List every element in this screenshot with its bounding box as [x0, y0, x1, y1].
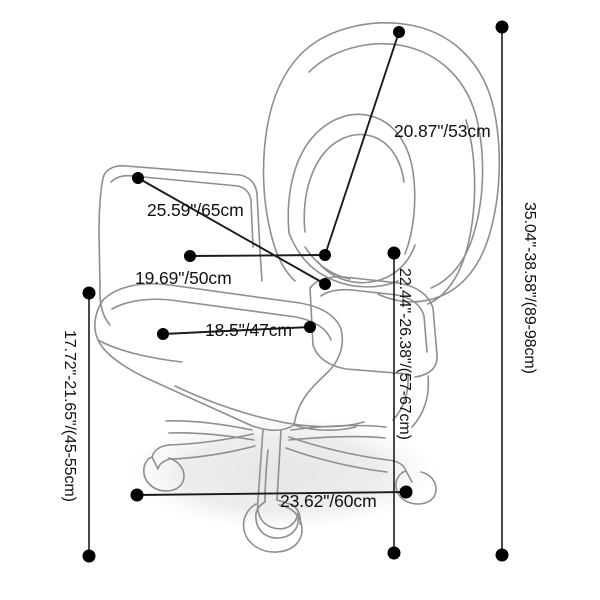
dimline-overall-width: [189, 254, 326, 257]
endpoint-dot: [495, 548, 509, 562]
endpoint-dot: [157, 328, 169, 340]
endpoint-dot: [393, 26, 405, 38]
dimension-label-seat-depth: 18.5"/47cm: [205, 320, 292, 340]
endpoint-dot: [399, 485, 413, 499]
dimension-endpoints: [82, 20, 509, 563]
endpoint-dot: [184, 250, 196, 262]
dimline-base-width: [136, 491, 407, 496]
endpoint-dot: [495, 20, 509, 34]
dimline-overall-depth: [137, 177, 326, 285]
dimension-label-seat-height: 17.72"-21.65"/(45-55cm): [61, 330, 78, 502]
endpoint-dot: [82, 286, 96, 300]
endpoint-dot: [132, 172, 144, 184]
dimension-label-overall-depth: 25.59"/65cm: [147, 200, 244, 220]
dimension-lines: [88, 26, 503, 557]
endpoint-dot: [319, 278, 331, 290]
endpoint-dot: [387, 546, 401, 560]
endpoint-dot: [82, 549, 96, 563]
endpoint-dot: [130, 488, 144, 502]
endpoint-dot: [387, 246, 401, 260]
endpoint-dot: [319, 249, 331, 261]
dimension-label-overall-width: 19.69"/50cm: [135, 268, 232, 288]
dimline-backrest-diagonal: [324, 31, 400, 256]
floor-shadow: [127, 415, 437, 531]
dimension-label-armrest-height: 22.44"-26.38"/(57-67cm): [396, 268, 413, 440]
dimline-seat-depth: [162, 326, 311, 335]
dimension-label-total-height: 35.04"-38.58"/(89-98cm): [521, 202, 538, 374]
endpoint-dot: [304, 321, 316, 333]
dimension-label-backrest-diagonal: 20.87"/53cm: [394, 121, 491, 141]
dimension-label-base-width: 23.62"/60cm: [280, 491, 377, 511]
chair-outline: [94, 22, 501, 553]
